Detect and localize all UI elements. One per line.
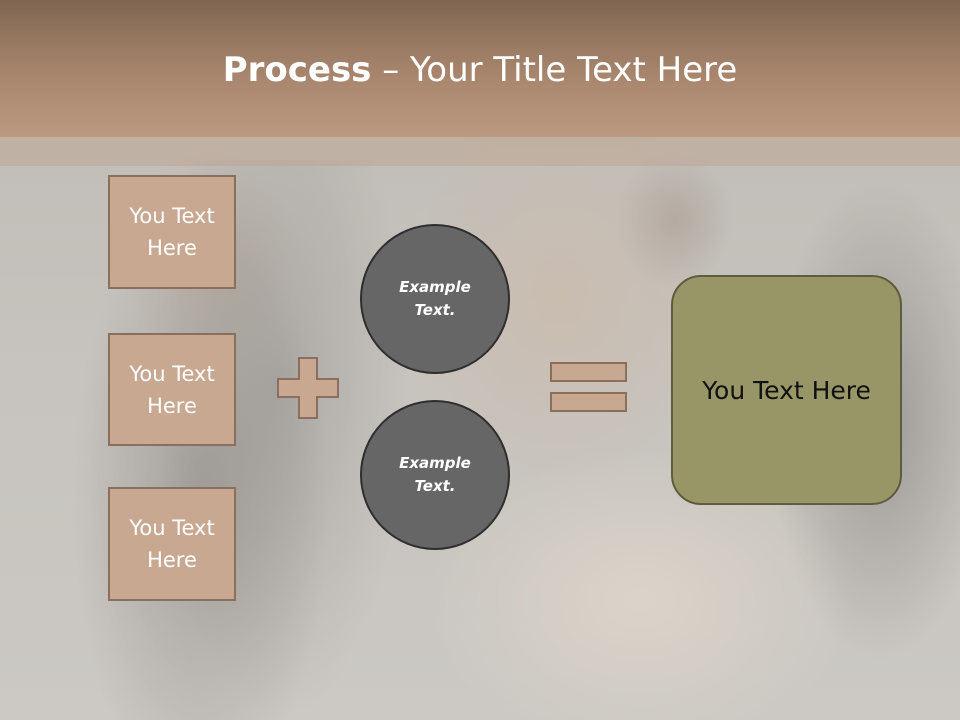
input-box-2-text: You Text Here: [129, 361, 215, 418]
background-hand: [615, 150, 735, 290]
input-box-1: You Text Here: [108, 175, 236, 289]
result-box: You Text Here: [671, 275, 902, 505]
plus-icon: [277, 357, 339, 419]
example-circle-1: Example Text.: [360, 224, 510, 374]
title-banner-strip: [0, 137, 960, 166]
example-circle-1-text: Example Text.: [399, 278, 471, 319]
example-circle-2-text: Example Text.: [399, 454, 471, 495]
equals-bar-top: [550, 362, 627, 382]
title-banner: [0, 0, 960, 137]
input-box-3-text: You Text Here: [129, 516, 215, 572]
title-bold-text: Process: [222, 50, 372, 90]
slide-title: Process – Your Title Text Here: [0, 50, 960, 90]
result-box-text: You Text Here: [702, 375, 871, 405]
example-circle-2: Example Text.: [360, 400, 510, 550]
equals-bar-bottom: [550, 392, 627, 412]
input-box-1-text: You Text Here: [129, 204, 215, 260]
input-box-2: You Text Here: [108, 333, 236, 446]
input-box-3: You Text Here: [108, 487, 236, 601]
title-rest-text: – Your Title Text Here: [371, 50, 738, 90]
